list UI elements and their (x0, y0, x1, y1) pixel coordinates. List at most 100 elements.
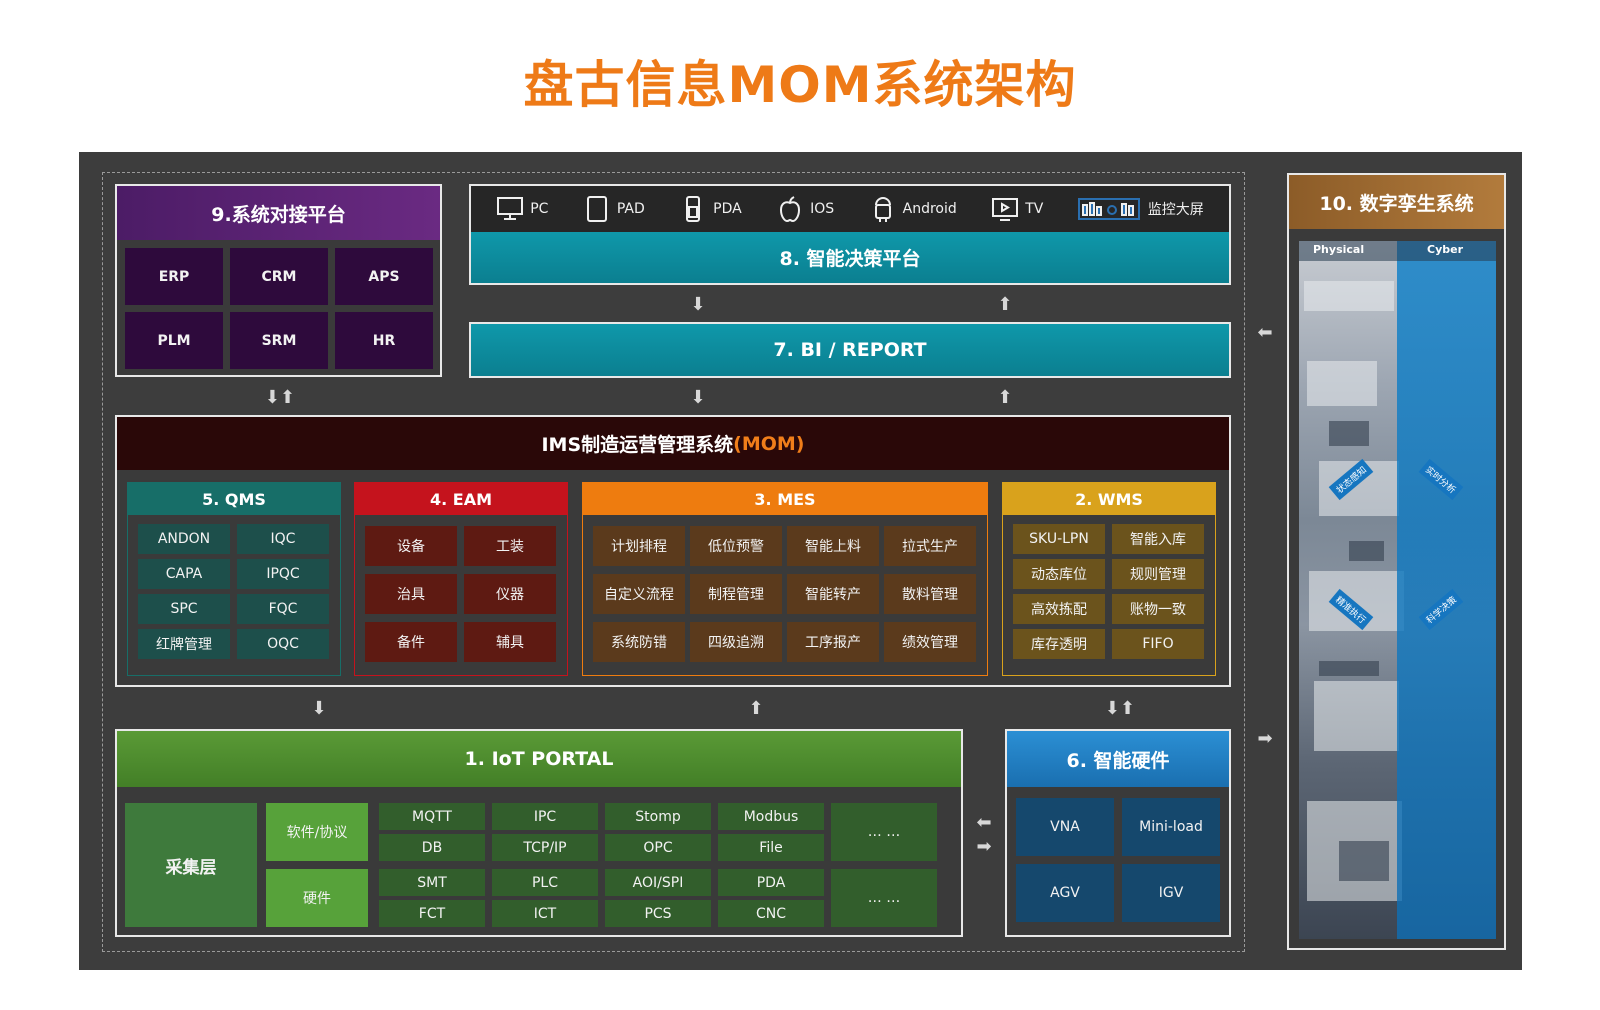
hardware-item: PCS (605, 900, 711, 927)
down-arrow-icon: ⬇ (688, 296, 708, 314)
mes-item: 拉式生产 (884, 526, 976, 566)
protocol-item: Modbus (718, 803, 824, 830)
decision-platform: PC PAD PDA IOS Android TV 监控大屏 8. 智能决策平台 (469, 184, 1231, 285)
qms-item: CAPA (138, 559, 230, 589)
protocol-item: IPC (492, 803, 598, 830)
device-label: TV (1025, 201, 1043, 217)
cyber-label: Cyber (1427, 243, 1463, 256)
device-android: Android (869, 195, 957, 223)
mes-item: 智能上料 (787, 526, 879, 566)
device-ios: IOS (776, 195, 834, 223)
up-arrow-icon: ⬆ (995, 296, 1015, 314)
device-label: PC (530, 201, 548, 217)
qms-item: OQC (237, 629, 329, 659)
mom-title: IMS制造运营管理系统(MOM) (117, 417, 1229, 470)
down-arrow-icon: ⬇ (309, 700, 329, 718)
smart-hardware-item: IGV (1122, 864, 1220, 922)
qms-item: IQC (237, 524, 329, 554)
collection-layer: 采集层 (125, 803, 257, 927)
software-protocol-label: 软件/协议 (266, 803, 368, 861)
device-label: 监控大屏 (1148, 199, 1204, 219)
wms-item: 规则管理 (1112, 559, 1204, 589)
device-label: Android (903, 201, 957, 217)
device-tv: TV (991, 195, 1043, 223)
smart-hardware-item: AGV (1016, 864, 1114, 922)
monitor-icon (496, 195, 524, 223)
bidirectional-arrow-icon: ⬇⬆ (1100, 700, 1140, 718)
mes-item: 工序报产 (787, 622, 879, 662)
wms-item: 库存透明 (1013, 629, 1105, 659)
dashboard-screen-icon (1078, 195, 1142, 223)
mes-item: 四级追溯 (690, 622, 782, 662)
hardware-item: AOI/SPI (605, 869, 711, 896)
left-arrow-icon: ⬅ (974, 814, 994, 832)
iot-portal: 1. IoT PORTAL 采集层 软件/协议 硬件 MQTT IPC Stomp M… (115, 729, 963, 937)
protocol-item: TCP/IP (492, 834, 598, 861)
integration-item: HR (335, 312, 433, 369)
integration-item: ERP (125, 248, 223, 305)
device-pc: PC (496, 195, 548, 223)
iot-title: 1. IoT PORTAL (117, 731, 961, 787)
tv-icon (991, 195, 1019, 223)
eam-item: 治具 (365, 574, 457, 614)
smart-hardware-item: Mini-load (1122, 798, 1220, 856)
wms-item: 高效拣配 (1013, 594, 1105, 624)
right-arrow-icon: ➡ (1255, 730, 1275, 748)
qms-item: SPC (138, 594, 230, 624)
bi-report-title: 7. BI / REPORT (469, 322, 1231, 378)
eam-item: 辅具 (464, 622, 556, 662)
factory-image: Physical Cyber 状态感知 实时分析 精准执行 科学决策 (1299, 241, 1496, 939)
qms-item: FQC (237, 594, 329, 624)
hardware-item: FCT (379, 900, 485, 927)
digital-twin: 10. 数字孪生系统 Physical Cyber 状态感知 实时分析 精准执行… (1287, 173, 1506, 950)
mes-item: 制程管理 (690, 574, 782, 614)
hardware-item: PDA (718, 869, 824, 896)
integration-title: 9.系统对接平台 (117, 186, 440, 240)
mes-item: 系统防错 (593, 622, 685, 662)
device-label: PDA (713, 201, 742, 217)
mes-module: 3. MES 计划排程低位预警智能上料拉式生产自定义流程制程管理智能转产散料管理… (582, 482, 988, 676)
right-arrow-icon: ➡ (974, 838, 994, 856)
wms-item: SKU-LPN (1013, 524, 1105, 554)
software-more: … … (831, 803, 937, 861)
wms-item: FIFO (1112, 629, 1204, 659)
protocol-item: Stomp (605, 803, 711, 830)
protocol-item: MQTT (379, 803, 485, 830)
eam-item: 工装 (464, 526, 556, 566)
eam-item: 设备 (365, 526, 457, 566)
eam-item: 仪器 (464, 574, 556, 614)
twin-title: 10. 数字孪生系统 (1289, 175, 1504, 229)
page-title: 盘古信息MOM系统架构 (0, 45, 1600, 117)
cyber-overlay (1397, 241, 1496, 939)
integration-item: APS (335, 248, 433, 305)
mom-title-prefix: IMS制造运营管理系统 (541, 430, 733, 457)
down-arrow-icon: ⬇ (688, 389, 708, 407)
tablet-icon (583, 195, 611, 223)
mes-item: 低位预警 (690, 526, 782, 566)
device-label: PAD (617, 201, 645, 217)
wms-title: 2. WMS (1003, 483, 1215, 515)
hardware-item: ICT (492, 900, 598, 927)
decision-title: 8. 智能决策平台 (471, 232, 1229, 283)
hardware-label: 硬件 (266, 869, 368, 927)
device-pad: PAD (583, 195, 645, 223)
integration-item: SRM (230, 312, 328, 369)
hardware-item: SMT (379, 869, 485, 896)
device-label: IOS (810, 201, 834, 217)
qms-item: ANDON (138, 524, 230, 554)
eam-grid: 设备工装治具仪器备件辅具 (355, 515, 567, 673)
up-arrow-icon: ⬆ (746, 700, 766, 718)
mes-grid: 计划排程低位预警智能上料拉式生产自定义流程制程管理智能转产散料管理系统防错四级追… (583, 515, 987, 673)
wms-item: 动态库位 (1013, 559, 1105, 589)
mes-item: 散料管理 (884, 574, 976, 614)
left-arrow-icon: ⬅ (1255, 324, 1275, 342)
mes-item: 智能转产 (787, 574, 879, 614)
hardware-title: 6. 智能硬件 (1007, 731, 1229, 787)
